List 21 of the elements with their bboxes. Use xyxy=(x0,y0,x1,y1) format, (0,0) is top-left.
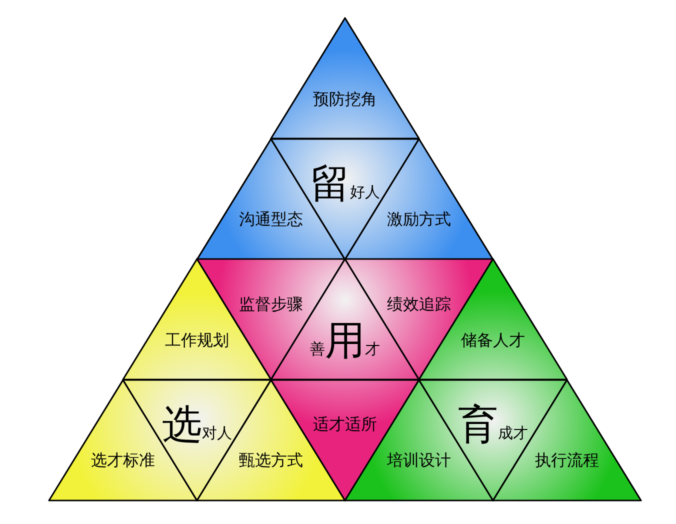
tile-label: 成才 xyxy=(498,424,528,444)
big-character: 留 xyxy=(310,162,350,206)
tile-label: 储备人才 xyxy=(461,330,525,352)
tile-label: 沟通型态 xyxy=(239,210,303,231)
big-character: 选 xyxy=(162,403,202,448)
tile-label: 绩效追踪 xyxy=(387,294,451,316)
tile-label: 才 xyxy=(365,340,380,359)
tile-label: 执行流程 xyxy=(535,450,599,472)
tile-label: 好人 xyxy=(350,183,380,202)
big-character: 育 xyxy=(458,403,498,448)
tile-label: 善 xyxy=(310,340,325,359)
tile-label: 预防挖角 xyxy=(313,89,377,110)
tile-label: 激励方式 xyxy=(387,210,451,231)
tile-label: 培训设计 xyxy=(387,450,451,472)
tile-label: 工作规划 xyxy=(165,330,229,352)
tile-label: 适才适所 xyxy=(313,414,377,436)
tile-label: 甄选方式 xyxy=(239,450,303,472)
tile-label: 选才标准 xyxy=(91,450,155,472)
tile-label: 对人 xyxy=(202,424,232,444)
tile-label: 监督步骤 xyxy=(239,294,303,316)
big-character: 用 xyxy=(325,318,365,363)
